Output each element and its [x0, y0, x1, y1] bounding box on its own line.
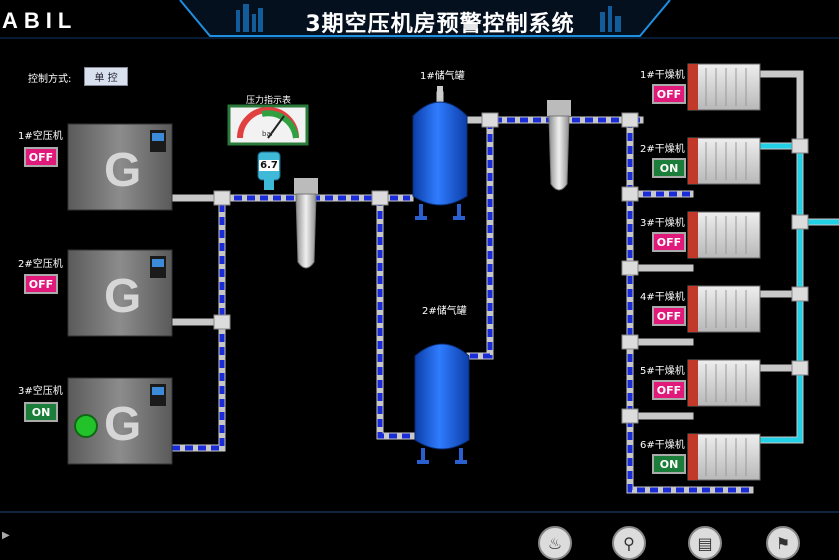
- dryer-6-label: 6#干燥机: [640, 440, 685, 451]
- brand-logo: ABIL: [2, 8, 78, 33]
- svg-text:G: G: [104, 144, 141, 197]
- compressor-3-toggle[interactable]: ON: [24, 402, 58, 422]
- svg-text:G: G: [104, 270, 141, 323]
- gauge-unit: bar: [262, 130, 274, 138]
- dryer-1-toggle[interactable]: OFF: [652, 84, 686, 104]
- air-tanks: [412, 86, 470, 464]
- dryer-3-toggle[interactable]: OFF: [652, 232, 686, 252]
- control-mode-label: 控制方式:: [28, 74, 72, 85]
- page-title: 3期空压机房预警控制系统: [305, 12, 575, 37]
- heater-icon[interactable]: ♨: [538, 526, 572, 560]
- dryer-5-toggle[interactable]: OFF: [652, 380, 686, 400]
- valve-icon[interactable]: ⚲: [612, 526, 646, 560]
- gauge-label: 压力指示表: [246, 96, 292, 106]
- panel-icon[interactable]: ▤: [688, 526, 722, 560]
- dryer-4-label: 4#干燥机: [640, 292, 685, 303]
- gauge-reading: 6.7: [259, 160, 279, 171]
- filter-units: [294, 100, 571, 269]
- compressor-1-label: 1#空压机: [18, 131, 63, 142]
- tank-1-label: 1#储气罐: [420, 71, 465, 82]
- dryer-units: [687, 63, 761, 481]
- dryer-2-toggle[interactable]: ON: [652, 158, 686, 178]
- svg-text:G: G: [104, 398, 141, 451]
- dryer-2-label: 2#干燥机: [640, 144, 685, 155]
- pressure-gauge: [227, 104, 309, 190]
- dryer-4-toggle[interactable]: OFF: [652, 306, 686, 326]
- dryer-6-toggle[interactable]: ON: [652, 454, 686, 474]
- play-indicator-icon: ▶: [2, 530, 10, 541]
- dryer-1-label: 1#干燥机: [640, 70, 685, 81]
- extinguisher-icon[interactable]: ⚑: [766, 526, 800, 560]
- tank-2-label: 2#储气罐: [422, 306, 467, 317]
- compressor-units: G G G: [67, 123, 173, 465]
- running-indicator: [74, 414, 98, 438]
- compressor-2-label: 2#空压机: [18, 259, 63, 270]
- compressor-3-label: 3#空压机: [18, 386, 63, 397]
- dryer-5-label: 5#干燥机: [640, 366, 685, 377]
- compressor-2-toggle[interactable]: OFF: [24, 274, 58, 294]
- compressor-1-toggle[interactable]: OFF: [24, 147, 58, 167]
- control-mode-select[interactable]: 单 控: [84, 67, 128, 86]
- header-frame: [0, 0, 839, 39]
- dryer-3-label: 3#干燥机: [640, 218, 685, 229]
